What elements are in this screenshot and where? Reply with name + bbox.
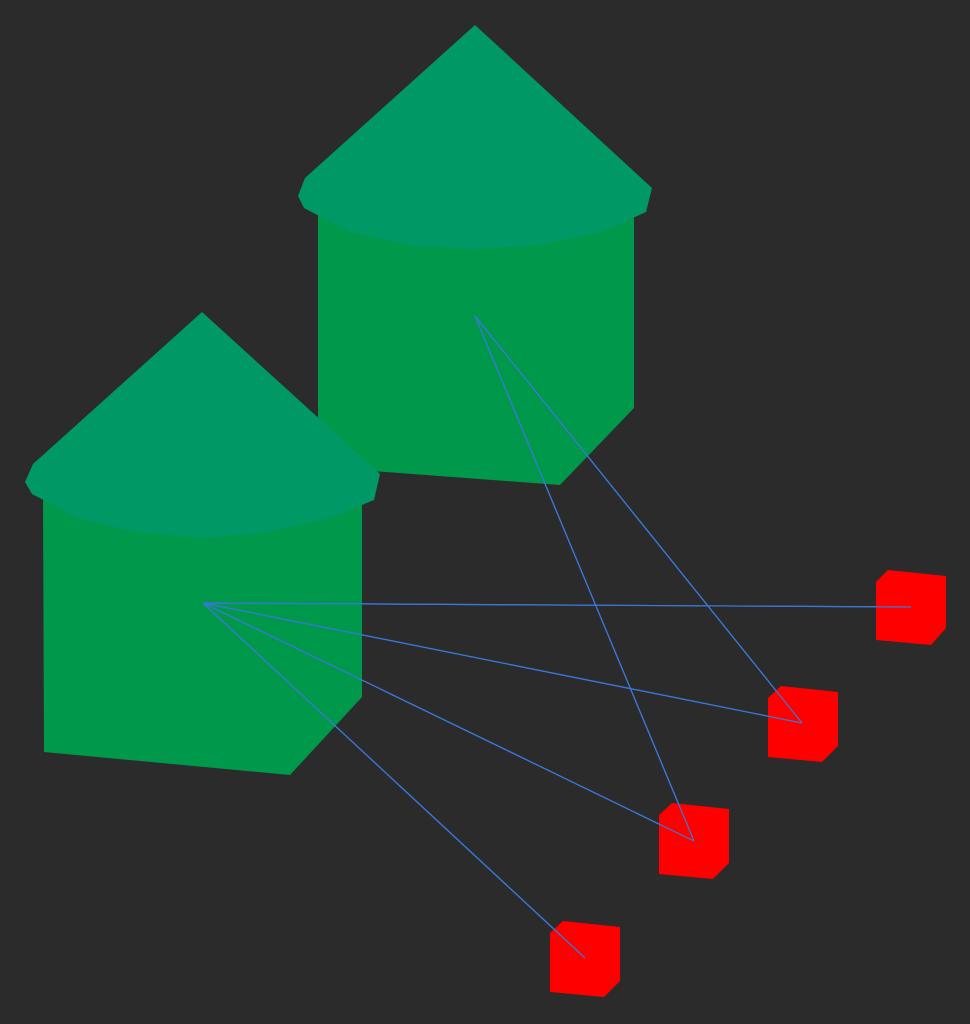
link-line [202, 602, 695, 842]
node-d-cube [550, 921, 620, 997]
link-line [474, 315, 695, 842]
node-c[interactable] [202, 315, 729, 879]
silo-front[interactable] [25, 312, 380, 775]
silo-back-body [318, 215, 634, 485]
link-line [202, 602, 586, 959]
silo-front-body [43, 500, 362, 775]
node-a[interactable] [202, 570, 946, 645]
node-a-cube [876, 570, 946, 645]
node-b-cube [768, 686, 838, 762]
silo-front-roof [25, 312, 380, 538]
node-b[interactable] [202, 315, 838, 762]
silo-back-roof [298, 25, 652, 249]
link-line [202, 602, 912, 608]
link-line [474, 315, 803, 724]
link-line [202, 602, 803, 724]
node-d[interactable] [202, 602, 620, 997]
silo-back[interactable] [298, 25, 652, 485]
